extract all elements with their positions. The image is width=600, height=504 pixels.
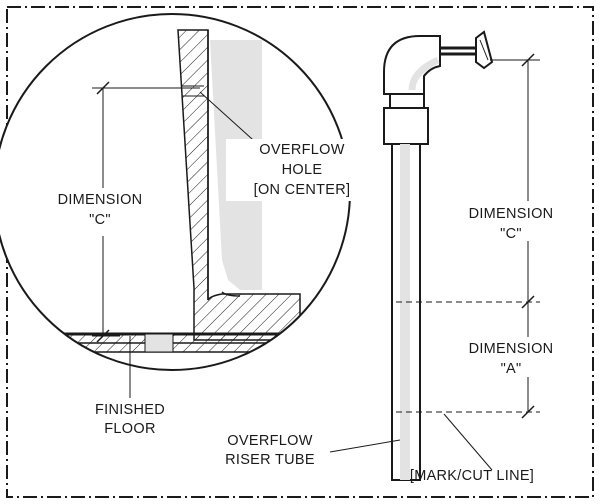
dimension-a-label-1: DIMENSION [469, 341, 554, 357]
overflow-hole-label-3: [ON CENTER] [254, 182, 351, 198]
compression-nut [389, 93, 425, 109]
dimension-c-left-label-2: "C" [89, 212, 111, 228]
riser-tube-label-1: OVERFLOW [227, 433, 312, 449]
finished-floor-label-2: FLOOR [104, 421, 155, 437]
compression-collar [383, 107, 429, 145]
overflow-hole-label-1: OVERFLOW [259, 142, 344, 158]
overflow-hole-label-2: HOLE [282, 162, 323, 178]
dimension-c-right-label-2: "C" [500, 226, 522, 242]
dimension-a-label-2: "A" [501, 361, 522, 377]
finished-floor-label-1: FINISHED [95, 402, 165, 418]
mark-cut-leader [443, 413, 493, 471]
dimension-c-right-label-1: DIMENSION [469, 206, 554, 222]
riser-tube-label-2: RISER TUBE [225, 452, 315, 468]
riser-tube-shade [400, 144, 410, 480]
overflow-hole-leader [199, 91, 263, 149]
riser-elbow [383, 35, 441, 95]
dimension-c-left-label-1: DIMENSION [58, 192, 143, 208]
mark-cut-line-label: [MARK/CUT LINE] [410, 468, 534, 484]
riser-tube-leader [329, 439, 401, 453]
